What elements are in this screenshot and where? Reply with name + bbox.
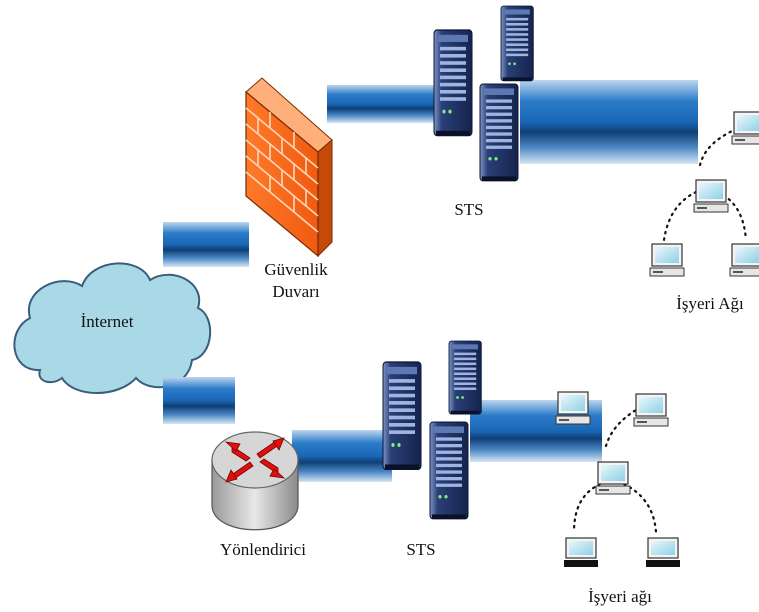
desktop-computer-icon (731, 111, 759, 145)
router-icon (211, 431, 299, 531)
internet-label: İnternet (80, 312, 134, 331)
link-internet-router (163, 377, 235, 424)
server-tower-icon (448, 340, 482, 415)
server-tower-icon (500, 5, 534, 82)
firewall-label-line1: Güvenlik (264, 260, 328, 279)
desktop-computer-icon (649, 243, 685, 277)
firewall-label-line2: Duvarı (272, 282, 320, 301)
workplace-top-label: İşyeri Ağı (676, 294, 744, 313)
workplace-bottom-label: İşyeri ağı (588, 587, 652, 606)
server-tower-icon (382, 361, 422, 470)
server-tower-icon (433, 29, 473, 137)
workplace-network-top (649, 111, 759, 277)
desktop-computer-icon (595, 461, 631, 495)
link-internet-firewall (163, 222, 249, 267)
sts-top-label: STS (454, 200, 484, 219)
server-tower-icon (479, 83, 519, 182)
workplace-network-bottom (555, 391, 681, 568)
desktop-computer-icon (563, 537, 599, 568)
desktop-computer-icon (633, 393, 669, 427)
server-tower-icon (429, 421, 469, 520)
internet-cloud-icon (13, 262, 211, 394)
link-sts-workplace-top (520, 80, 698, 164)
desktop-computer-icon (693, 179, 729, 213)
router-label: Yönlendirici (220, 540, 306, 559)
desktop-computer-icon (555, 391, 591, 425)
brick-firewall-icon (245, 77, 333, 258)
sts-bottom-label: STS (406, 540, 436, 559)
desktop-computer-icon (645, 537, 681, 568)
desktop-computer-icon (729, 243, 759, 277)
link-firewall-sts (327, 85, 439, 123)
link-router-sts (292, 430, 392, 482)
